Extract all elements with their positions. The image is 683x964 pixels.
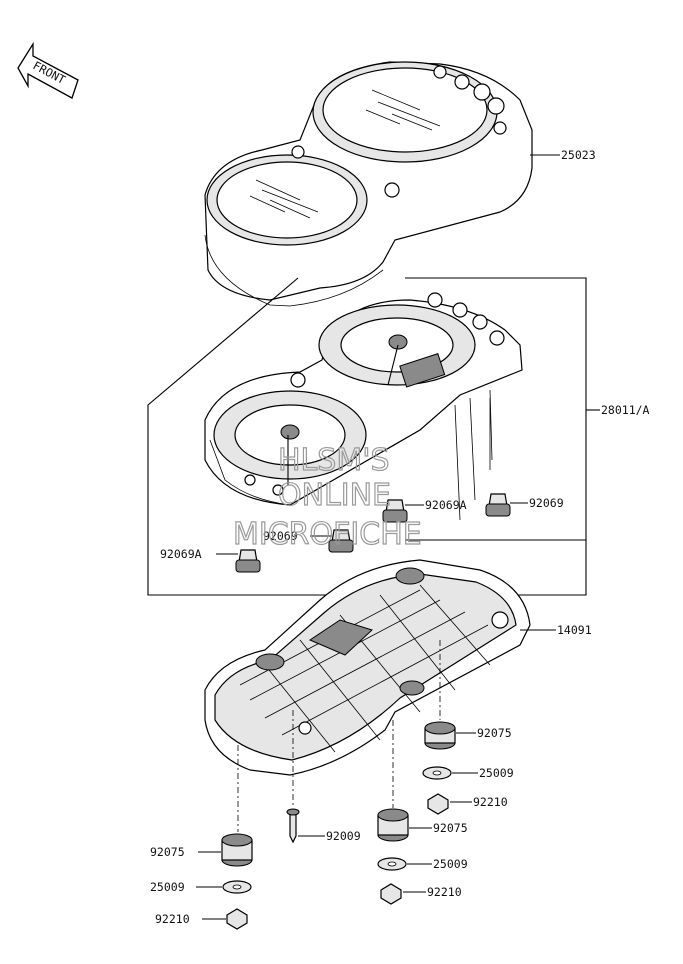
label-92069a-left: 92069A bbox=[160, 547, 202, 561]
label-92069-center: 92069 bbox=[263, 529, 298, 543]
label-92210-right-2: 92210 bbox=[427, 885, 462, 899]
watermark: HLSM'S ONLINE MICROFICHE bbox=[232, 442, 422, 552]
label-92069a-right: 92069A bbox=[425, 498, 467, 512]
label-92075-right-2: 92075 bbox=[433, 821, 468, 835]
bulb-socket-a-right bbox=[382, 499, 408, 523]
washer-right-1 bbox=[422, 766, 452, 780]
screw bbox=[286, 808, 300, 844]
label-28011a: 28011/A bbox=[601, 403, 650, 417]
meter-assembly-part bbox=[204, 292, 523, 521]
bulb-socket-right bbox=[485, 493, 511, 517]
label-92009: 92009 bbox=[326, 829, 361, 843]
nut-left bbox=[226, 908, 248, 930]
rubber-damper-right-1 bbox=[424, 721, 456, 750]
label-25009-left: 25009 bbox=[150, 880, 185, 894]
watermark-line-2: ONLINE bbox=[278, 478, 391, 513]
washer-left bbox=[222, 880, 252, 894]
bulb-socket-center bbox=[328, 529, 354, 553]
label-25023: 25023 bbox=[561, 148, 596, 162]
label-25009-right-2: 25009 bbox=[433, 857, 468, 871]
label-92069-right: 92069 bbox=[529, 496, 564, 510]
watermark-line-3: MICROFICHE bbox=[233, 517, 422, 552]
label-92075-left: 92075 bbox=[150, 845, 185, 859]
watermark-line-1: HLSM'S bbox=[278, 443, 390, 478]
washer-right-2 bbox=[377, 857, 407, 871]
rubber-damper-left bbox=[221, 833, 253, 867]
meter-case-part bbox=[204, 559, 531, 776]
bulb-socket-a-left bbox=[235, 549, 261, 573]
front-arrow-icon: FRONT bbox=[17, 41, 79, 99]
label-92210-right-1: 92210 bbox=[473, 795, 508, 809]
label-92075-right-1: 92075 bbox=[477, 726, 512, 740]
meter-cover-part bbox=[204, 61, 533, 307]
nut-right-2 bbox=[380, 883, 402, 905]
label-14091: 14091 bbox=[557, 623, 592, 637]
label-92210-left: 92210 bbox=[155, 912, 190, 926]
rubber-damper-right-2 bbox=[377, 808, 409, 842]
nut-right-1 bbox=[427, 793, 449, 815]
label-25009-right-1: 25009 bbox=[479, 766, 514, 780]
